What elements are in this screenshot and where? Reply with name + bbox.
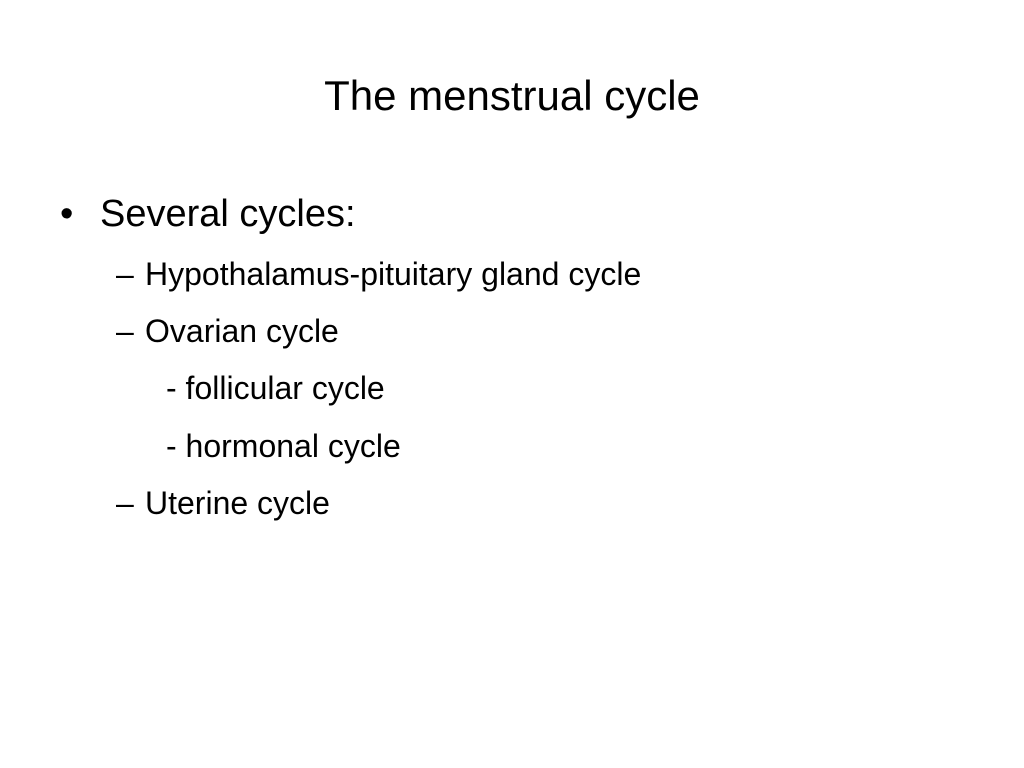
sub-bullet-ovarian: –Ovarian cycle xyxy=(116,311,339,351)
bullet-marker: • xyxy=(60,193,74,235)
bullet-several-cycles: • Several cycles: xyxy=(60,190,356,238)
dash-marker: – xyxy=(116,313,134,349)
sub-bullet-hypothalamus: –Hypothalamus-pituitary gland cycle xyxy=(116,254,641,294)
sub-item-hormonal: - hormonal cycle xyxy=(166,426,401,466)
sub-bullet-text: Uterine cycle xyxy=(145,485,330,521)
sub-bullet-text: Hypothalamus-pituitary gland cycle xyxy=(145,256,642,292)
sub-bullet-uterine: –Uterine cycle xyxy=(116,483,330,523)
slide-title: The menstrual cycle xyxy=(324,72,700,119)
sub-item-text: - follicular cycle xyxy=(166,370,385,406)
dash-marker: – xyxy=(116,256,134,292)
bullet-text: Several cycles: xyxy=(100,193,356,235)
dash-marker: – xyxy=(116,485,134,521)
sub-bullet-text: Ovarian cycle xyxy=(145,313,339,349)
sub-item-follicular: - follicular cycle xyxy=(166,368,385,408)
sub-item-text: - hormonal cycle xyxy=(166,428,401,464)
